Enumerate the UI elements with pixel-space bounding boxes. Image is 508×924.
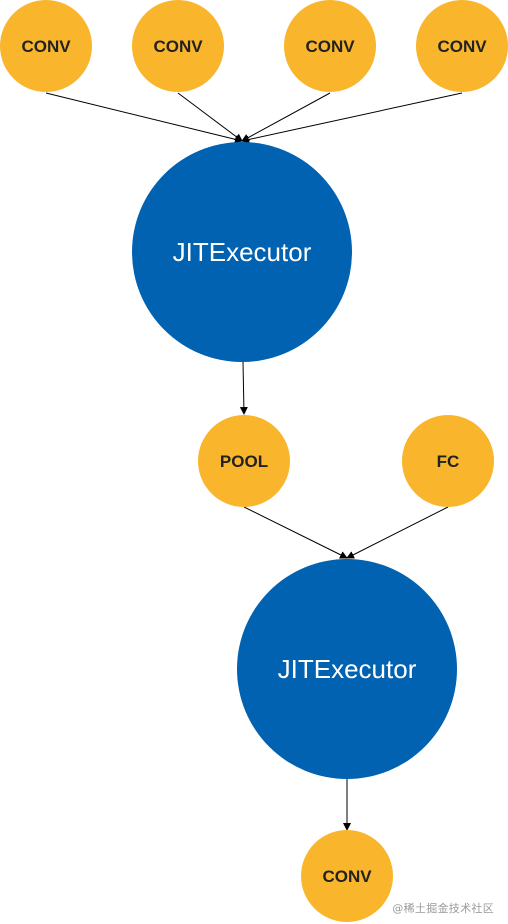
node-conv-3: CONV xyxy=(284,0,376,92)
node-jit-executor-1-circle xyxy=(132,142,352,362)
node-pool-circle xyxy=(198,415,290,507)
edge-conv1-to-jit1 xyxy=(45,92,243,144)
node-conv-4-circle xyxy=(416,0,508,92)
node-jit-executor-1: JITExecutor xyxy=(132,142,352,362)
node-fc: FC xyxy=(402,415,494,507)
edges xyxy=(45,92,463,831)
edge-conv3-to-jit1 xyxy=(241,92,331,142)
node-conv-3-circle xyxy=(284,0,376,92)
edge-pool-to-jit2 xyxy=(243,506,348,559)
node-conv-2-label: CONV xyxy=(153,37,203,56)
node-conv-1-label: CONV xyxy=(21,37,71,56)
node-conv-4-label: CONV xyxy=(437,37,487,56)
node-conv-out-circle xyxy=(301,830,393,922)
edge-conv2-to-jit1 xyxy=(177,92,243,142)
edge-jit1-to-pool xyxy=(239,361,248,415)
node-jit-executor-1-label: JITExecutor xyxy=(173,237,312,267)
node-conv-out-label: CONV xyxy=(322,867,372,886)
edge-fc-to-jit2 xyxy=(346,506,449,559)
node-jit-executor-2: JITExecutor xyxy=(237,559,457,779)
node-conv-4: CONV xyxy=(416,0,508,92)
node-conv-2: CONV xyxy=(132,0,224,92)
node-pool-label: POOL xyxy=(220,452,268,471)
node-fc-label: FC xyxy=(437,452,460,471)
node-conv-1-circle xyxy=(0,0,92,92)
watermark: @稀土掘金技术社区 xyxy=(392,902,494,915)
node-conv-2-circle xyxy=(132,0,224,92)
node-conv-3-label: CONV xyxy=(305,37,355,56)
node-fc-circle xyxy=(402,415,494,507)
node-pool: POOL xyxy=(198,415,290,507)
node-conv-out: CONV xyxy=(301,830,393,922)
edge-conv4-to-jit1 xyxy=(241,92,463,144)
node-conv-1: CONV xyxy=(0,0,92,92)
node-jit-executor-2-label: JITExecutor xyxy=(278,654,417,684)
node-jit-executor-2-circle xyxy=(237,559,457,779)
